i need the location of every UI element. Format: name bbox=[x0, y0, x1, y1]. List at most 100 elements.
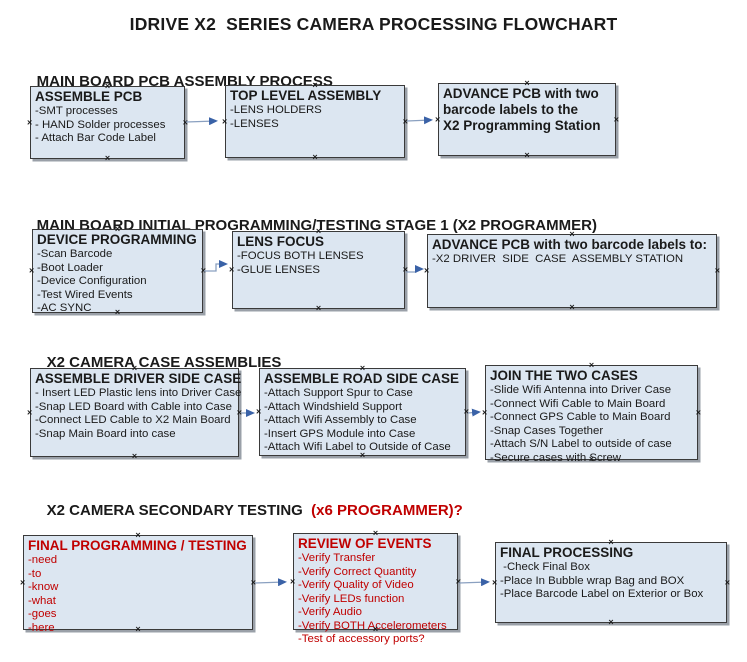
connection-point-icon: × bbox=[104, 153, 111, 163]
connection-point-icon: × bbox=[222, 116, 228, 126]
box-item: -Attach Windshield Support bbox=[264, 400, 403, 413]
box-item-list: -Check Final Box-Place In Bubble wrap Ba… bbox=[500, 561, 722, 602]
box-item: - HAND Solder processes bbox=[35, 118, 166, 131]
box-item-list: - Insert LED Plastic lens into Driver Ca… bbox=[35, 387, 241, 441]
box-item: -Verify LEDs function bbox=[298, 592, 405, 605]
flow-box-join-the-two-cases[interactable]: JOIN THE TWO CASES -Slide Wifi Antenna i… bbox=[482, 361, 701, 464]
connection-point-icon: × bbox=[27, 407, 33, 417]
connection-point-icon: × bbox=[492, 577, 498, 587]
box-item: -Slide Wifi Antenna into Driver Case bbox=[490, 384, 672, 396]
connection-point-icon: × bbox=[182, 117, 188, 127]
connection-point-icon: × bbox=[229, 264, 235, 275]
box-title: ASSEMBLE PCB bbox=[35, 89, 143, 104]
connector-arrow-finalprog-to-review[interactable] bbox=[254, 578, 287, 587]
connector-arrow-review-to-finalproc[interactable] bbox=[458, 578, 490, 587]
box-item: -FOCUS BOTH LENSES bbox=[237, 250, 364, 262]
box-item-list: -Scan Barcode-Boot Loader-Device Configu… bbox=[37, 248, 198, 316]
box-title: ADVANCE PCB with two barcode labels to t… bbox=[443, 86, 601, 133]
section-header-red-label: (x6 PROGRAMMER)? bbox=[311, 502, 463, 519]
flow-box-top-level-assembly[interactable]: TOP LEVEL ASSEMBLY -LENS HOLDERS-LENSES … bbox=[222, 81, 408, 162]
section-header-label: X2 CAMERA SECONDARY TESTING bbox=[46, 502, 312, 519]
box-item: -what bbox=[28, 594, 56, 607]
connection-point-icon: × bbox=[524, 150, 530, 160]
connection-point-icon: × bbox=[20, 577, 26, 587]
connection-point-icon: × bbox=[695, 407, 701, 417]
box-title: DEVICE PROGRAMMING bbox=[37, 232, 197, 247]
box-item: -Verify Correct Quantity bbox=[298, 565, 417, 578]
box-item-list: -need-to-know-what-goes-here bbox=[28, 554, 248, 635]
connection-point-icon: × bbox=[608, 617, 614, 627]
box-item: -Test of accessory ports? bbox=[298, 633, 425, 645]
connection-point-icon: × bbox=[29, 265, 35, 276]
box-item: -here bbox=[28, 621, 55, 634]
box-item: -Verify Transfer bbox=[298, 552, 376, 564]
connection-point-icon: × bbox=[290, 576, 296, 586]
flow-box-assemble-road-side-case[interactable]: ASSEMBLE ROAD SIDE CASE -Attach Support … bbox=[256, 364, 469, 460]
box-item: -Connect GPS Cable to Main Board bbox=[490, 411, 671, 423]
box-item: -Snap Main Board into case bbox=[35, 427, 176, 440]
flow-box-assemble-driver-side-case[interactable]: ASSEMBLE DRIVER SIDE CASE - Insert LED P… bbox=[27, 364, 242, 461]
flow-box-device-programming[interactable]: DEVICE PROGRAMMING -Scan Barcode-Boot Lo… bbox=[29, 225, 206, 317]
connection-point-icon: × bbox=[131, 451, 138, 461]
box-item-list: -LENS HOLDERS-LENSES bbox=[230, 104, 400, 131]
box-item: -Check Final Box bbox=[500, 561, 590, 573]
box-item: -to bbox=[28, 567, 42, 580]
connector-arrow-device-to-lensfocus[interactable] bbox=[204, 260, 228, 272]
flow-box-assemble-pcb[interactable]: ASSEMBLE PCB -SMT processes- HAND Solder… bbox=[27, 82, 188, 163]
box-item: -AC SYNC bbox=[37, 302, 92, 314]
box-item: - Attach Bar Code Label bbox=[35, 132, 156, 144]
box-item: -Verify BOTH Accelerometers bbox=[298, 619, 447, 632]
flow-box-final-processing[interactable]: FINAL PROCESSING -Check Final Box-Place … bbox=[492, 538, 730, 627]
connection-point-icon: × bbox=[435, 114, 441, 124]
flow-box-advance-pcb-driver-side-station[interactable]: ADVANCE PCB with two barcode labels to: … bbox=[424, 230, 720, 312]
box-item: -Verify Audio bbox=[298, 606, 362, 618]
connector-arrow-lensfocus-to-advance[interactable] bbox=[406, 265, 424, 273]
connection-point-icon: × bbox=[463, 406, 469, 417]
section-header-label: X2 CAMERA CASE ASSEMBLIES bbox=[46, 354, 282, 371]
flow-box-final-programming-testing[interactable]: FINAL PROGRAMMING / TESTING -need-to-kno… bbox=[20, 531, 256, 634]
connection-point-icon: × bbox=[236, 407, 242, 417]
page-title: IDRIVE X2 SERIES CAMERA PROCESSING FLOWC… bbox=[129, 14, 618, 34]
connection-point-icon: × bbox=[256, 406, 262, 417]
box-item: -LENS HOLDERS bbox=[230, 104, 322, 116]
box-item-list: -Slide Wifi Antenna into Driver Case-Con… bbox=[490, 384, 693, 465]
box-item: -Secure cases with Screw bbox=[490, 451, 622, 464]
connection-point-icon: × bbox=[315, 303, 322, 313]
flow-box-review-of-events[interactable]: REVIEW OF EVENTS -Verify Transfer-Verify… bbox=[290, 529, 461, 646]
connector-arrow-toplevel-to-advance[interactable] bbox=[406, 116, 433, 125]
box-title: ASSEMBLE DRIVER SIDE CASE bbox=[35, 371, 242, 386]
box-item: -SMT processes bbox=[35, 105, 118, 117]
box-item: -Attach Wifi Label to Outside of Case bbox=[264, 441, 451, 453]
box-title: TOP LEVEL ASSEMBLY bbox=[230, 88, 382, 103]
box-item-list: -Verify Transfer-Verify Correct Quantity… bbox=[298, 552, 453, 647]
box-item-list: -X2 DRIVER SIDE CASE ASSEMBLY STATION bbox=[432, 253, 712, 267]
section-header-case-assemblies: X2 CAMERA CASE ASSEMBLIES bbox=[30, 337, 282, 388]
box-item-list: -SMT processes- HAND Solder processes- A… bbox=[35, 105, 180, 146]
connection-point-icon: × bbox=[424, 265, 430, 276]
flow-box-advance-pcb-programming-station[interactable]: ADVANCE PCB with two barcode labels to t… bbox=[435, 79, 619, 160]
box-item: -Attach Support Spur to Case bbox=[264, 387, 413, 399]
box-title: REVIEW OF EVENTS bbox=[298, 536, 432, 551]
box-item: -Insert GPS Module into Case bbox=[264, 427, 416, 440]
box-item: -know bbox=[28, 581, 59, 593]
connection-point-icon: × bbox=[402, 116, 408, 126]
box-title: ADVANCE PCB with two barcode labels to: bbox=[432, 237, 708, 252]
connection-point-icon: × bbox=[724, 577, 730, 587]
connection-point-icon: × bbox=[312, 152, 318, 162]
box-item: -Connect LED Cable to X2 Main Board bbox=[35, 414, 231, 426]
box-item: -Snap Cases Together bbox=[490, 424, 604, 437]
box-item-list: -FOCUS BOTH LENSES-GLUE LENSES bbox=[237, 250, 400, 277]
connector-arrow-assemble-to-toplevel[interactable] bbox=[185, 117, 218, 126]
box-item: -Connect Wifi Cable to Main Board bbox=[490, 397, 666, 410]
connector-arrow-road-to-join[interactable] bbox=[467, 408, 481, 417]
box-title: JOIN THE TWO CASES bbox=[490, 368, 638, 383]
connection-point-icon: × bbox=[200, 265, 206, 276]
box-item: -X2 DRIVER SIDE CASE ASSEMBLY STATION bbox=[432, 253, 684, 265]
connection-point-icon: × bbox=[714, 265, 720, 276]
connection-point-icon: × bbox=[27, 117, 33, 127]
box-item: -LENSES bbox=[230, 117, 279, 130]
flow-box-lens-focus[interactable]: LENS FOCUS -FOCUS BOTH LENSES-GLUE LENSE… bbox=[229, 227, 408, 313]
box-title: FINAL PROGRAMMING / TESTING bbox=[28, 538, 247, 553]
box-item: -Scan Barcode bbox=[37, 248, 113, 260]
